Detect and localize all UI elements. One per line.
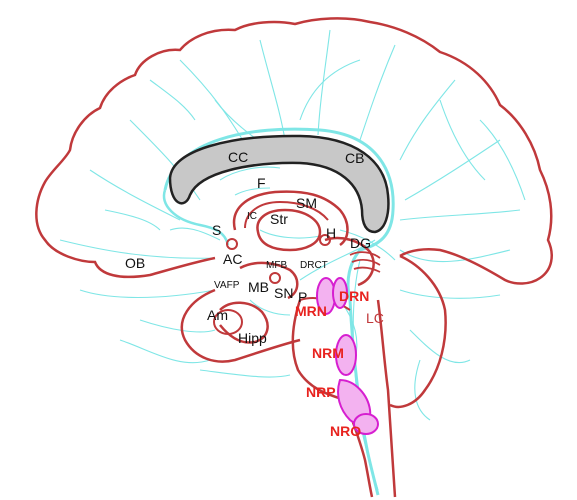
label-dg: DG: [350, 235, 371, 251]
raphe-nuclei: [316, 277, 379, 435]
blood-vessels: [59, 29, 526, 491]
dentate-gyrus: [349, 251, 381, 273]
striatum-outline: [256, 208, 322, 252]
brainstem-right: [376, 299, 397, 498]
label-ac: AC: [223, 251, 242, 267]
hippo-small-circle: [319, 234, 331, 246]
label-ic: IC: [247, 211, 257, 222]
amygdala-shape: [213, 309, 243, 335]
label-h: H: [326, 225, 336, 241]
label-hipp: Hipp: [238, 330, 267, 346]
label-drct: DRCT: [300, 260, 328, 271]
nrm-nucleus: [335, 334, 357, 376]
label-sn: SN: [274, 285, 293, 301]
label-vafp: VAFP: [214, 280, 240, 291]
label-mb: MB: [248, 279, 269, 295]
label-mrn: MRN: [295, 303, 327, 319]
temporal-lobe-outline: [180, 288, 301, 363]
label-cc: CC: [228, 149, 248, 165]
label-lc: LC: [366, 310, 384, 326]
nro-nucleus: [353, 413, 379, 435]
drn-nucleus: [332, 277, 348, 309]
fornix-outline: [232, 190, 349, 247]
ventricle-inner: [162, 189, 230, 246]
label-p: P: [298, 289, 307, 305]
label-ob: OB: [125, 255, 145, 271]
label-nrm: NRM: [312, 345, 344, 361]
label-am: Am: [207, 307, 228, 323]
label-drn: DRN: [339, 288, 369, 304]
corpus-callosum: [168, 134, 390, 234]
cerebellum-outline: [389, 254, 447, 409]
midbrain-loop: [239, 261, 299, 300]
hippocampus-loop: [324, 236, 375, 287]
label-mfb: MFB: [266, 260, 287, 271]
label-s: S: [212, 222, 221, 238]
label-nro: NRO: [330, 423, 361, 439]
label-f: F: [257, 175, 266, 191]
hippocampus-lower: [219, 301, 269, 344]
anterior-commissure: [226, 238, 238, 250]
cerebrum-outline: [35, 17, 553, 285]
fornix-inner: [244, 200, 329, 229]
label-nrp: NRP: [306, 384, 336, 400]
label-sm: SM: [296, 195, 317, 211]
mammillary-body: [269, 272, 281, 284]
label-str: Str: [270, 211, 288, 227]
label-cb: CB: [345, 150, 364, 166]
